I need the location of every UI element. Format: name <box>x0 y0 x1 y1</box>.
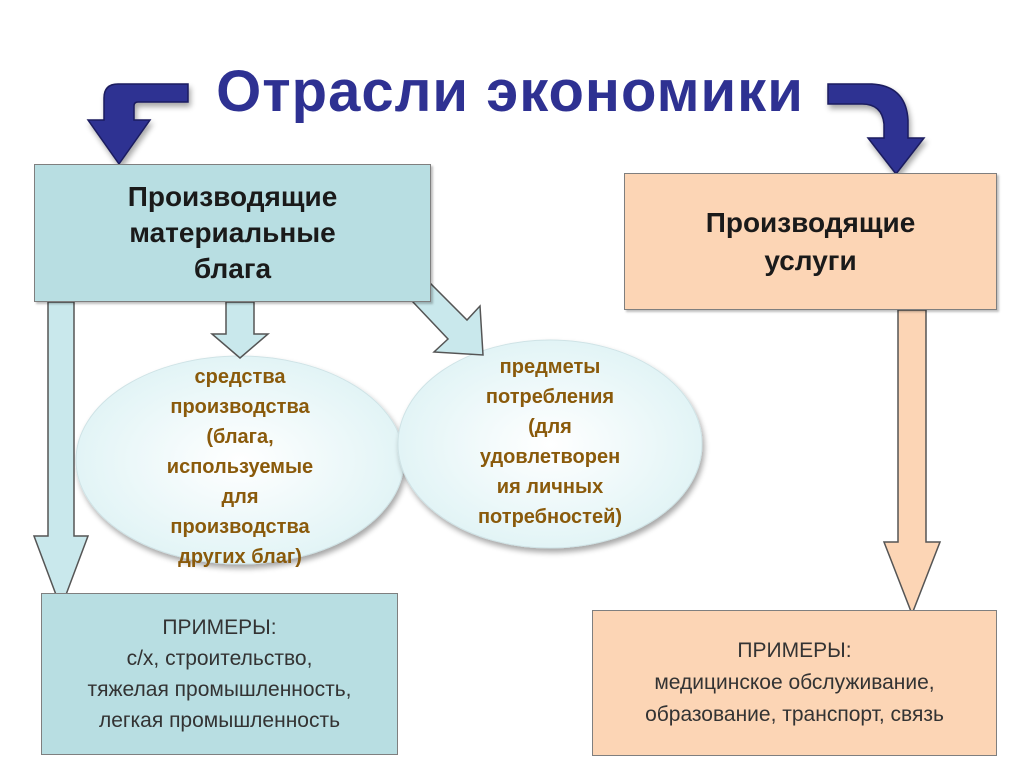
means-of-production-text: средства производства (блага, используем… <box>120 362 360 572</box>
means-line: средства <box>194 366 286 388</box>
examples-heading: ПРИМЕРЫ: <box>737 639 852 662</box>
consumer-line: потребления <box>485 386 615 408</box>
examples-heading: ПРИМЕРЫ: <box>162 616 277 639</box>
means-line: других благ) <box>178 546 302 568</box>
blue-arrow-right-icon <box>827 83 926 176</box>
page-title: Отрасли экономики <box>216 59 804 124</box>
services-examples-box: ПРИМЕРЫ: медицинское обслуживание, образ… <box>592 610 997 756</box>
consumer-line: удовлетворен <box>479 446 621 468</box>
material-box-line: блага <box>193 253 272 284</box>
consumer-line: потребностей) <box>477 506 623 528</box>
consumer-line: предметы <box>499 356 601 378</box>
examples-line: образование, транспорт, связь <box>645 703 944 726</box>
examples-line: с/х, строительство, <box>126 647 313 670</box>
arrow-to-material-examples-icon <box>32 301 90 611</box>
consumer-goods-ellipse <box>397 339 703 549</box>
services-box-line: услуги <box>764 244 857 276</box>
means-line: (блага, <box>206 426 274 448</box>
material-examples-box: ПРИМЕРЫ: с/х, строительство, тяжелая про… <box>41 593 398 755</box>
means-line: для <box>221 486 259 508</box>
means-line: используемые <box>166 456 314 478</box>
services-box-line: Производящие <box>705 206 916 238</box>
arrow-to-services-examples-icon <box>882 309 942 617</box>
material-box-line: Производящие <box>127 181 338 212</box>
blue-arrow-left-icon <box>86 83 189 166</box>
examples-line: медицинское обслуживание, <box>654 671 935 694</box>
means-line: производства <box>170 516 310 538</box>
material-box-line: материальные <box>129 217 336 248</box>
consumer-goods-text: предметы потребления (для удовлетворен и… <box>430 352 670 532</box>
consumer-line: (для <box>528 416 572 438</box>
means-line: производства <box>170 396 310 418</box>
examples-line: тяжелая промышленность, <box>87 678 352 701</box>
material-goods-box: Производящие материальные блага <box>34 164 431 302</box>
arrow-to-means-icon <box>209 301 271 359</box>
examples-line: легкая промышленность <box>98 709 341 732</box>
consumer-line: ия личных <box>496 476 604 498</box>
services-box: Производящие услуги <box>624 173 997 310</box>
